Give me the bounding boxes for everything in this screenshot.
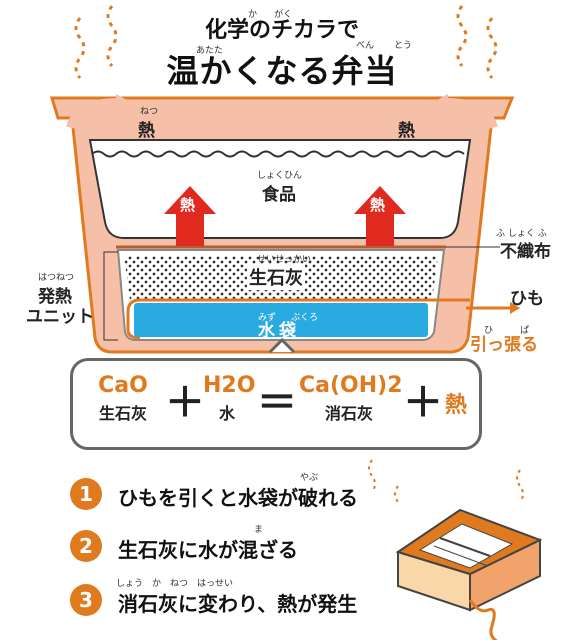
ruby-pa: ぱ: [520, 326, 530, 336]
eq-plus-1: ＋: [165, 380, 205, 426]
lunchbox-band-1: [439, 537, 491, 557]
food-surface: [91, 150, 465, 158]
title-ruby: か がく: [248, 2, 292, 21]
heat-arrow-right-head: [430, 94, 448, 114]
lunchbox-band-2: [433, 545, 489, 567]
heat-left-ruby: ねつ: [140, 107, 159, 117]
step-2-number: 2: [70, 530, 102, 562]
up-arrow-right: [354, 186, 406, 246]
eq-plus-2: ＋: [403, 380, 443, 426]
title-line1: 化学のチカラで: [204, 18, 359, 43]
mini-steam-3: [394, 485, 399, 503]
heat-arrow-right: [445, 98, 498, 130]
heat-right-label: 熱: [398, 121, 415, 141]
string-loop: [126, 298, 470, 340]
ruby-atata: あたた: [196, 46, 224, 56]
mini-steam-1: [368, 459, 376, 493]
title-ruby-2: あたた べん とう: [196, 38, 436, 57]
eq-h2o-name: 水: [218, 404, 235, 423]
nonwoven-ruby: ふ しょく ふ: [496, 229, 547, 239]
step-2-ruby: ま: [254, 525, 264, 535]
up-heat-left-label: 熱: [180, 196, 196, 214]
quicklime-label: 生石灰: [247, 264, 305, 290]
steam-squiggle-right-2: [486, 17, 498, 79]
step-3-text: 消石灰に変わり、熱が発生: [118, 592, 358, 616]
unit-ruby: はつねつ: [38, 273, 75, 283]
pull-label: 引っ張る: [470, 335, 538, 355]
step-1-ruby: やぶ: [300, 473, 319, 483]
water-bag-label: 水袋: [258, 321, 300, 341]
eq-caoh2-formula: Ca(OH)2: [299, 373, 403, 398]
steam-squiggle-left: [106, 5, 118, 67]
pull-arrow-head: [510, 302, 520, 314]
heat-arrow-left-head: [116, 94, 134, 114]
heat-left-label: 熱: [138, 121, 155, 141]
step-3-number: 3: [70, 584, 102, 616]
eq-caoh2-name: 消石灰: [324, 404, 373, 423]
ruby-gaku: がく: [274, 10, 293, 20]
eq-heat-label: 熱: [444, 393, 467, 418]
eq-h2o-formula: H2O: [203, 373, 256, 398]
quicklime-ruby: せいせっかい: [257, 255, 312, 265]
ruby-ben: べん: [356, 41, 375, 51]
water-bag-ruby: みず ぶくろ: [258, 305, 318, 324]
step-2-text: 生石灰に水が混ざる: [118, 538, 298, 562]
step-1-number: 1: [70, 478, 102, 510]
eq-caoh2: Ca(OH)2 消石灰: [299, 373, 403, 424]
title-line2: 温かくなる弁当: [166, 52, 398, 90]
ruby-ka: か: [248, 10, 258, 20]
lunchbox-label: [418, 523, 514, 569]
step-3-ruby: しょう か ねつ はっせい: [116, 579, 234, 589]
equation-pointer: [268, 337, 296, 354]
unit-label-line1: 発熱: [38, 287, 72, 307]
heat-unit-bracket: [103, 251, 118, 341]
ruby-tou: とう: [394, 41, 413, 51]
food-ruby: しょくひん: [257, 171, 303, 181]
ruby-bukuro: ぶくろ: [291, 313, 319, 323]
ruby-hi: ひ: [484, 326, 494, 336]
eq-cao: CaO 生石灰: [89, 373, 157, 424]
up-arrow-left: [164, 186, 216, 246]
step-1-text: ひもを引くと水袋が破れる: [118, 486, 358, 510]
food-label: 食品: [262, 185, 296, 205]
eq-equals: ＝: [257, 380, 297, 426]
eq-cao-name: 生石灰: [98, 404, 147, 423]
eq-heat: 熱: [441, 387, 471, 419]
steam-squiggle-left-2: [74, 17, 86, 79]
string-label: ひも: [510, 289, 544, 309]
eq-h2o: H2O 水: [203, 373, 256, 424]
heat-arrow-left: [66, 98, 119, 130]
unit-label-line2: ユニット: [26, 307, 94, 327]
eq-cao-formula: CaO: [98, 373, 148, 398]
water-bag: [134, 303, 428, 337]
ruby-mizu: みず: [258, 313, 277, 323]
equation-box: CaO 生石灰 ＋ H2O 水 ＝ Ca(OH)2 消石灰 ＋ 熱: [70, 358, 482, 450]
pull-ruby: ひ ぱ: [484, 318, 529, 337]
lunchbox-pull-string: [468, 599, 498, 640]
steam-squiggle-right: [456, 5, 468, 67]
mini-steam-2: [516, 469, 524, 503]
nonwoven-label: 不織布: [500, 242, 551, 262]
up-heat-right-label: 熱: [370, 196, 386, 214]
